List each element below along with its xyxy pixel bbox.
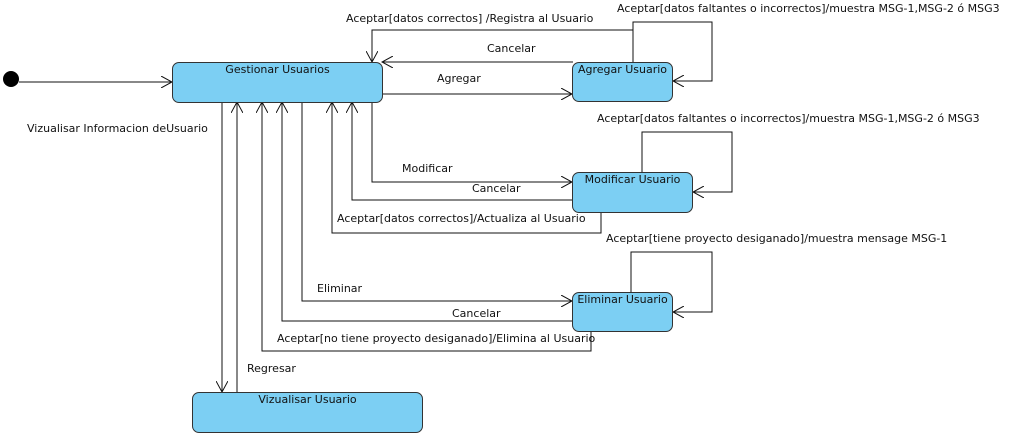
transition-eliminar xyxy=(301,102,572,301)
initial-node xyxy=(3,71,19,87)
transition-aceptar-actualiza xyxy=(332,102,602,234)
label-aceptar-elimina: Aceptar[no tiene proyecto desiganado]/El… xyxy=(277,332,596,345)
transition-cancelar-eliminar xyxy=(282,102,572,322)
label-cancelar-agregar: Cancelar xyxy=(487,42,536,55)
state-eliminar-label: Eliminar Usuario xyxy=(577,293,668,306)
label-self-modificar: Aceptar[datos faltantes o incorrectos]/m… xyxy=(597,112,980,125)
state-modificar-usuario[interactable]: Modificar Usuario xyxy=(572,172,693,213)
state-gestionar-usuarios[interactable]: Gestionar Usuarios xyxy=(172,62,383,103)
label-aceptar-registra: Aceptar[datos correctos] /Registra al Us… xyxy=(346,12,594,25)
state-agregar-usuario[interactable]: Agregar Usuario xyxy=(572,62,673,102)
transition-self-modificar xyxy=(641,131,733,192)
transition-aceptar-elimina xyxy=(262,102,592,352)
transition-cancelar-modificar xyxy=(352,102,572,201)
label-cancelar-modificar: Cancelar xyxy=(472,182,521,195)
state-gestionar-label: Gestionar Usuarios xyxy=(225,63,330,76)
state-agregar-label: Agregar Usuario xyxy=(577,63,668,76)
label-modificar: Modificar xyxy=(402,162,453,175)
transition-self-agregar xyxy=(632,21,713,81)
state-vizualisar-usuario[interactable]: Vizualisar Usuario xyxy=(192,392,423,433)
label-self-agregar: Aceptar[datos faltantes o incorrectos]/m… xyxy=(617,2,1000,15)
label-regresar: Regresar xyxy=(247,362,296,375)
label-cancelar-eliminar: Cancelar xyxy=(452,307,501,320)
transition-self-eliminar xyxy=(630,251,713,312)
label-aceptar-actualiza: Aceptar[datos correctos]/Actualiza al Us… xyxy=(337,212,586,225)
label-eliminar: Eliminar xyxy=(317,282,363,295)
label-agregar: Agregar xyxy=(437,72,481,85)
transition-modificar xyxy=(371,102,572,182)
label-self-eliminar: Aceptar[tiene proyecto desiganado]/muest… xyxy=(606,232,948,245)
state-modificar-label: Modificar Usuario xyxy=(584,173,681,186)
state-vizualisar-label: Vizualisar Usuario xyxy=(258,393,357,406)
label-vizualisar-info: Vizualisar Informacion deUsuario xyxy=(27,122,208,135)
state-eliminar-usuario[interactable]: Eliminar Usuario xyxy=(572,292,673,332)
